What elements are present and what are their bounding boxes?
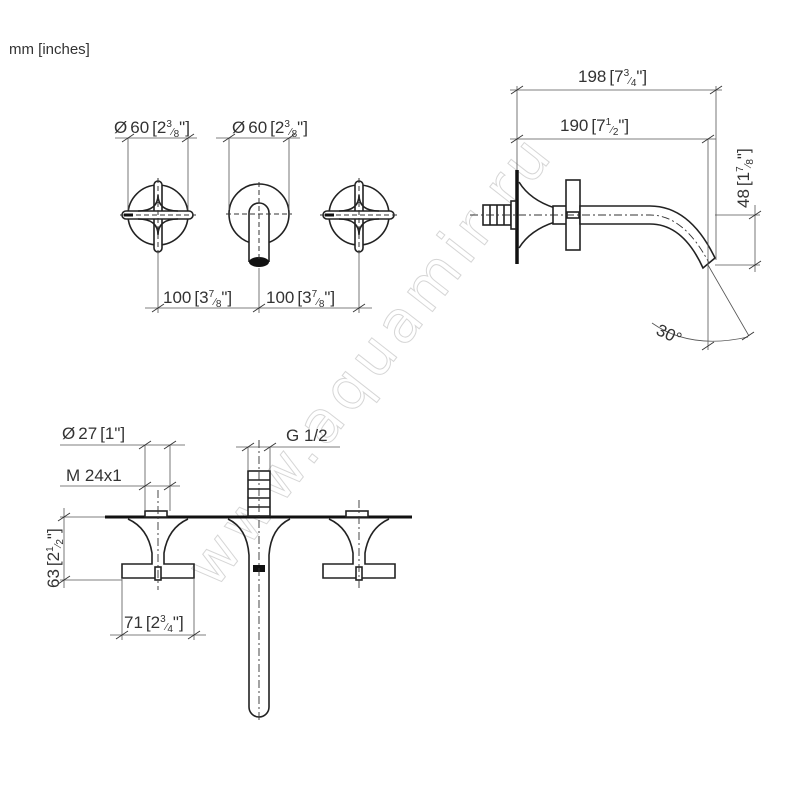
side-view: 198[73⁄4"] 190[71⁄2"] 48[17⁄8"] 30° xyxy=(470,67,762,351)
dim-spacing-left: 100[37⁄8"] xyxy=(163,288,232,310)
dim-overall-length: 198[73⁄4"] xyxy=(578,67,647,89)
watermark: www.aquamir.ru xyxy=(172,120,567,599)
units-label: mm [inches] xyxy=(9,41,90,58)
dim-spout-thread: G 1/2 xyxy=(286,426,328,445)
dim-spout-drop: 48[17⁄8"] xyxy=(734,148,756,208)
right-handle-front xyxy=(320,178,397,254)
dim-handle-height: 63[21⁄2"] xyxy=(44,528,66,588)
dim-spout-projection: 190[71⁄2"] xyxy=(560,116,629,138)
left-handle-front xyxy=(120,178,196,254)
dim-spacing-right: 100[37⁄8"] xyxy=(266,288,335,310)
dim-outlet-angle: 30° xyxy=(653,320,684,348)
dim-valve-thread: M 24x1 xyxy=(66,466,122,485)
spout-front xyxy=(226,182,292,267)
dim-handle-width: 71[23⁄4"] xyxy=(124,613,184,635)
